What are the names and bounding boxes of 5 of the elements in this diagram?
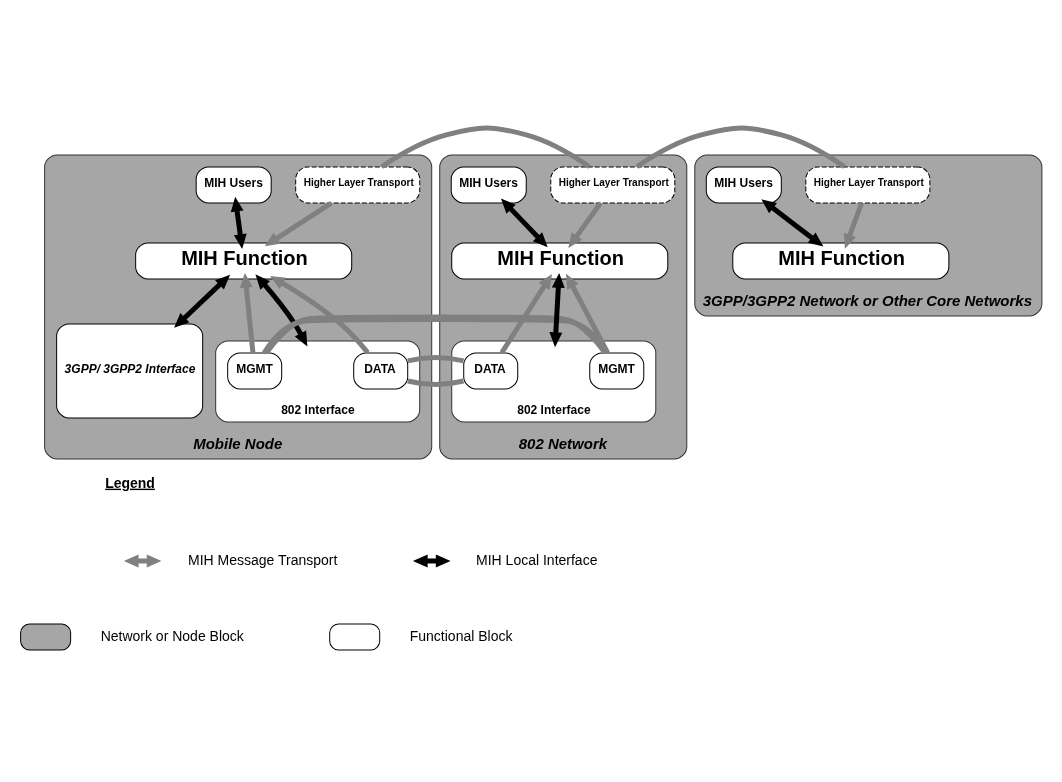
legend-label: Network or Node Block (100, 627, 244, 644)
label: Legend (105, 474, 155, 491)
legend-label: MIH Message Transport (187, 551, 338, 568)
legend-label: Functional Block (409, 627, 513, 644)
legend-label: MIH Local Interface (476, 551, 598, 568)
